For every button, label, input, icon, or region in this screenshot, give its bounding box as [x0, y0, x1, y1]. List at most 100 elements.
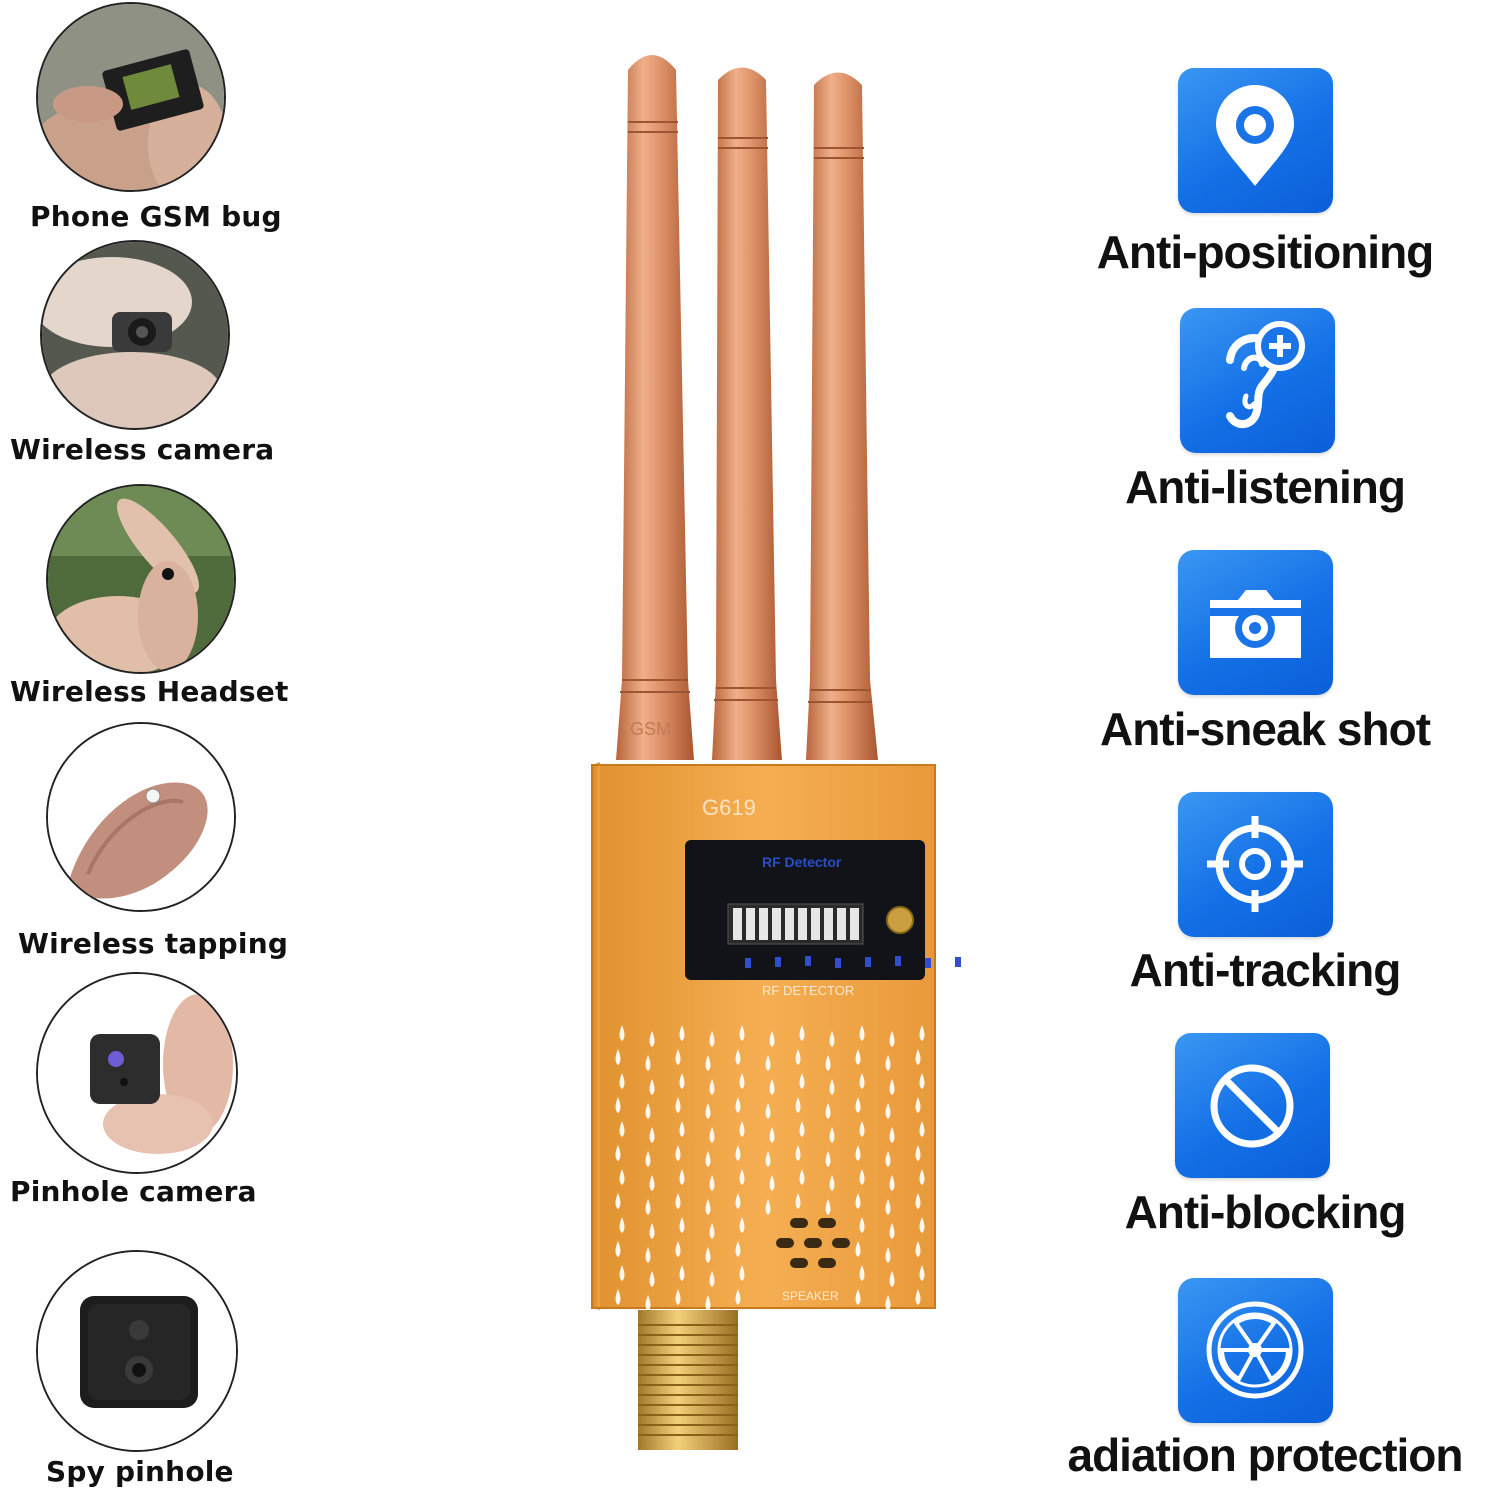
drop — [735, 1145, 741, 1161]
drop — [649, 1271, 655, 1287]
pinhole-camera-label: Pinhole camera — [10, 1175, 257, 1208]
drop — [645, 1151, 651, 1167]
drop — [739, 1265, 745, 1281]
drop — [619, 1217, 625, 1233]
wireless-camera-label: Wireless camera — [10, 433, 275, 466]
speaker-hole — [790, 1258, 808, 1268]
signal-bar-segments — [733, 908, 859, 940]
model-label: G619 — [702, 795, 756, 820]
drop — [889, 1271, 895, 1287]
drop — [919, 1169, 925, 1185]
drop — [675, 1241, 681, 1257]
antenna-label: GSM — [630, 719, 671, 739]
drop — [859, 1169, 865, 1185]
drop — [915, 1193, 921, 1209]
indicator-led — [805, 956, 811, 966]
drop — [885, 1199, 891, 1215]
drop — [915, 1097, 921, 1113]
drop — [735, 1289, 741, 1305]
drop — [825, 1199, 831, 1215]
indicator-led — [925, 958, 931, 968]
drop — [919, 1025, 925, 1041]
signal-segment — [785, 908, 794, 940]
drop — [799, 1025, 805, 1041]
drop — [645, 1199, 651, 1215]
drop — [795, 1049, 801, 1065]
drop — [649, 1127, 655, 1143]
anti-listening-label: Anti-listening — [1125, 461, 1406, 513]
sensitivity-knob — [886, 906, 914, 934]
speaker-hole — [818, 1218, 836, 1228]
wireless-headset-label: Wireless Headset — [10, 675, 289, 708]
camera-icon — [1178, 550, 1333, 695]
anti-sneak-shot-label: Anti-sneak shot — [1099, 703, 1431, 755]
drop — [619, 1265, 625, 1281]
drop — [859, 1025, 865, 1041]
anti-positioning-label: Anti-positioning — [1096, 226, 1435, 278]
drop — [855, 1049, 861, 1065]
spy-pinhole-label: Spy pinhole — [46, 1455, 234, 1488]
drop — [615, 1289, 621, 1305]
prohibited-icon — [1175, 1033, 1330, 1178]
drop — [855, 1193, 861, 1209]
drop — [615, 1145, 621, 1161]
drop — [769, 1031, 775, 1047]
drop — [769, 1079, 775, 1095]
drop — [619, 1073, 625, 1089]
drop — [855, 1097, 861, 1113]
spy-pinhole-photo — [36, 1250, 238, 1452]
drop — [739, 1217, 745, 1233]
drop — [885, 1247, 891, 1263]
drop — [915, 1241, 921, 1257]
speaker-hole — [776, 1238, 794, 1248]
drop — [709, 1031, 715, 1047]
signal-segment — [811, 908, 820, 940]
drop — [679, 1169, 685, 1185]
drop — [859, 1217, 865, 1233]
drop — [739, 1073, 745, 1089]
drop — [705, 1151, 711, 1167]
drop — [919, 1121, 925, 1137]
drop — [705, 1103, 711, 1119]
drop — [919, 1265, 925, 1281]
drop — [709, 1127, 715, 1143]
drop — [735, 1097, 741, 1113]
drop — [739, 1025, 745, 1041]
drop — [859, 1073, 865, 1089]
drop — [615, 1097, 621, 1113]
drop — [709, 1175, 715, 1191]
phone-gsm-bug-photo — [36, 2, 226, 192]
anti-tracking-label: Anti-tracking — [1129, 944, 1402, 996]
indicator-leds — [745, 956, 961, 968]
drop — [855, 1145, 861, 1161]
drop — [679, 1217, 685, 1233]
radiation-icon — [1178, 1278, 1333, 1423]
crosshair-target-icon — [1178, 792, 1333, 937]
antenna-left: GSM — [616, 55, 694, 760]
drop — [799, 1073, 805, 1089]
drop — [649, 1175, 655, 1191]
drop — [735, 1193, 741, 1209]
drop — [739, 1169, 745, 1185]
drop — [855, 1289, 861, 1305]
drop — [885, 1055, 891, 1071]
drop — [675, 1289, 681, 1305]
drop — [769, 1127, 775, 1143]
indicator-led — [895, 956, 901, 966]
speaker-grille — [776, 1218, 850, 1268]
drop — [765, 1103, 771, 1119]
antenna-middle — [712, 67, 782, 760]
drop — [709, 1079, 715, 1095]
drop — [859, 1265, 865, 1281]
drop — [795, 1145, 801, 1161]
drop — [829, 1079, 835, 1095]
drop — [679, 1073, 685, 1089]
panel-label: RF DETECTOR — [762, 983, 854, 998]
drop — [705, 1055, 711, 1071]
drop — [645, 1295, 651, 1311]
signal-segment — [746, 908, 755, 940]
drop — [765, 1055, 771, 1071]
signal-segment — [798, 908, 807, 940]
drop — [649, 1079, 655, 1095]
wireless-headset-photo — [46, 484, 236, 674]
